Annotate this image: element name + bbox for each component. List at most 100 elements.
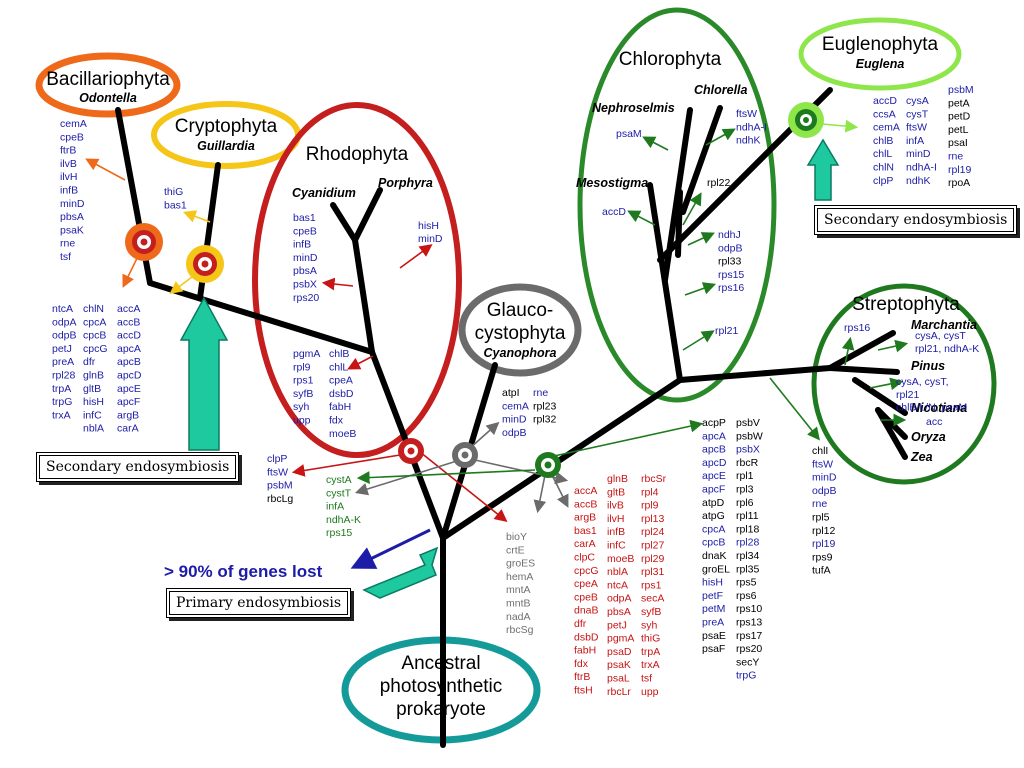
- bacillariophyta-ellipse: [35, 52, 181, 118]
- gene-label: glnB: [607, 473, 628, 485]
- gene-label: chlI: [812, 445, 828, 457]
- gene-label: apcE: [117, 383, 141, 395]
- gene-label: rpoA: [948, 177, 970, 189]
- gene-label: ndhA-I: [736, 121, 767, 133]
- gene-label: cpcA: [702, 523, 725, 535]
- gene-label: infC: [607, 540, 626, 552]
- gene-label: odpB: [718, 242, 743, 254]
- chlorophyta-ellipse: [577, 7, 777, 403]
- rhodophyta-event-icon: [398, 438, 424, 464]
- gene-label: ftsH: [574, 685, 593, 697]
- gene-label: odpB: [812, 485, 837, 497]
- ancestral-label-3: prokaryote: [396, 699, 486, 720]
- gene-list-chloro-nephro: psaM: [616, 128, 642, 140]
- gene-label: accB: [574, 498, 597, 510]
- rhodophyta-ellipse: [252, 102, 462, 458]
- gene-label: ndhK: [736, 135, 761, 147]
- gene-label: rpl9: [293, 361, 311, 373]
- gene-label: apcD: [117, 370, 142, 382]
- gene-label: tufA: [812, 565, 831, 577]
- gene-list-chloro-rpl22: rpl22: [707, 177, 731, 189]
- gene-label: rps5: [736, 577, 757, 589]
- gene-label: infC: [83, 409, 102, 421]
- gene-label: rpl18: [736, 523, 760, 535]
- gene-label: psbM: [948, 84, 974, 96]
- gene-list-red-c3: rbcSrrpl4rpl9rpl13rpl24rpl27rpl29rpl31rp…: [641, 473, 667, 698]
- gene-label: apcD: [702, 457, 727, 469]
- gene-label: psaK: [607, 659, 631, 671]
- gene-label: trpG: [736, 670, 756, 682]
- gene-label: pgmA: [607, 633, 634, 645]
- gene-label: fabH: [329, 401, 351, 413]
- euglenophyta-label: Euglenophyta: [822, 34, 939, 55]
- gene-list-chloro-rpl21: rpl21: [715, 325, 739, 337]
- rhodophyta-label: Rhodophyta: [306, 144, 409, 165]
- gene-label: cpcG: [83, 343, 108, 355]
- gene-label: tsf: [641, 673, 652, 685]
- gene-label: rpl33: [718, 256, 742, 268]
- marchantia-label: Marchantia: [911, 318, 977, 332]
- gene-label: dfr: [83, 356, 96, 368]
- gene-label: cpcB: [702, 537, 725, 549]
- gene-label: ndhA-K: [326, 514, 361, 526]
- gene-label: rps16: [844, 322, 870, 334]
- gene-label: cpeA: [574, 578, 598, 590]
- gene-list-green-c2: psbVpsbWpsbXrbcRrpl1rpl3rpl6rpl11rpl18rp…: [736, 417, 763, 682]
- gene-label: pbsA: [60, 211, 84, 223]
- gene-label: rpl28: [52, 370, 76, 382]
- gene-label: rbcSg: [506, 624, 534, 636]
- gene-label: rpl28: [736, 537, 760, 549]
- gene-label: gltB: [83, 383, 101, 395]
- gene-label: ftsW: [736, 108, 757, 120]
- euglenophyta-ellipse: [798, 17, 962, 91]
- gene-label: trpG: [52, 396, 72, 408]
- gene-label: preA: [702, 617, 724, 629]
- mesostigma-label: Mesostigma: [576, 176, 648, 190]
- gene-label: infB: [607, 526, 625, 538]
- gene-label: rbcLg: [267, 493, 293, 505]
- gene-label: moeB: [329, 428, 356, 440]
- gene-label: nblA: [83, 423, 104, 435]
- gene-label: hisH: [418, 220, 439, 232]
- glaucocystophyta-ellipse: [458, 283, 582, 377]
- gene-label: minD: [293, 252, 318, 264]
- gene-label: rpl11: [736, 510, 759, 522]
- gene-label: ftrB: [574, 671, 590, 683]
- zea-label: Zea: [910, 450, 933, 464]
- gene-label: chlN: [83, 303, 104, 315]
- glauco-label-2: cystophyta: [475, 323, 566, 344]
- teal-arrow-primary: [362, 546, 439, 599]
- gene-label: cpeB: [293, 225, 317, 237]
- nephroselmis-label: Nephroselmis: [592, 101, 675, 115]
- gene-label: atpI: [502, 387, 520, 399]
- gene-label: psaL: [607, 673, 630, 685]
- gene-list-red-c1: accAaccBargBbas1carAclpCcpcGcpeAcpeBdnaB…: [574, 485, 599, 697]
- gene-label: odpA: [52, 316, 77, 328]
- gene-label: rne: [60, 238, 75, 250]
- cyanidium-label: Cyanidium: [292, 186, 356, 200]
- gene-list-bac-lost: cemAcpeBftrBilvBilvHinfBminDpbsApsaKrnet…: [60, 118, 87, 263]
- gene-label: apcF: [702, 484, 725, 496]
- gene-label: ftsW: [906, 122, 927, 134]
- gene-label: rpl3: [736, 484, 754, 496]
- gene-label: rbcR: [736, 457, 759, 469]
- gene-label: rpl9: [641, 500, 659, 512]
- cryptophyta-event-icon: [186, 245, 224, 283]
- gene-label: cpeB: [60, 131, 84, 143]
- gene-label: cysA: [906, 95, 929, 107]
- gene-label: infB: [60, 185, 78, 197]
- gene-label: infA: [326, 501, 344, 513]
- gene-label: accD: [602, 206, 626, 218]
- gene-label: ilvB: [607, 500, 624, 512]
- glauco-label-1: Glauco-: [487, 300, 554, 321]
- gene-label: trxA: [52, 409, 71, 421]
- gene-label: apcF: [117, 396, 140, 408]
- gene-label: glnB: [83, 370, 104, 382]
- gene-label: rpl29: [641, 553, 665, 565]
- cryptophyta-label: Cryptophyta: [175, 116, 278, 137]
